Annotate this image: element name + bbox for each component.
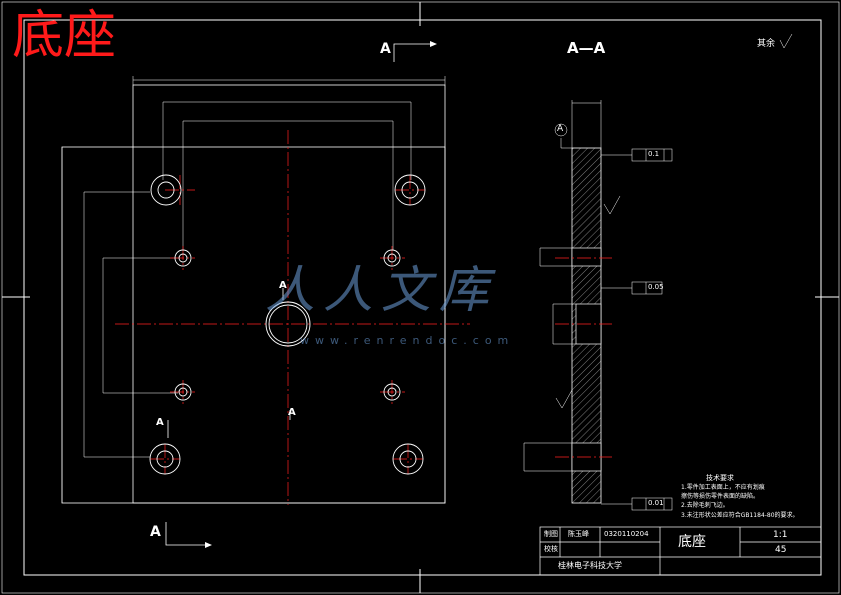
checked-by-label: 校核 — [544, 545, 558, 553]
tech-requirements-heading: 技术要求 — [706, 474, 734, 482]
tech-requirement-4: 3.未注形状公差应符合GB1184-80的要求。 — [681, 512, 799, 519]
drawing-title: 底座 — [12, 6, 117, 66]
drawn-by-label: 制图 — [544, 530, 558, 538]
section-mark-left: A — [156, 417, 164, 428]
watermark-text: 人人文库 — [265, 261, 497, 319]
section-mark-center-bottom: A — [288, 407, 296, 418]
title-block-frame — [539, 526, 822, 576]
parallel-value: 0.01 — [648, 499, 664, 507]
tech-requirement-1: 1.零件加工表面上，不应有划痕 — [681, 484, 765, 491]
tech-requirement-2: 擦伤等损伤零件表面的缺陷。 — [681, 493, 760, 500]
university-name: 桂林电子科技大学 — [558, 561, 622, 570]
flatness-value: 0.1 — [648, 150, 660, 158]
scale-value: 1:1 — [773, 530, 788, 540]
base-plate-outer — [61, 146, 446, 504]
plan-view — [61, 41, 470, 548]
section-mark-bottom: A — [150, 524, 161, 540]
watermark-url: www.renrendoc.com — [300, 334, 515, 347]
roughness-note: 其余 — [757, 39, 776, 49]
student-id: 0320110204 — [604, 530, 649, 538]
section-mark-top: A — [380, 41, 391, 57]
section-mark-center-top: A — [279, 280, 287, 291]
tech-requirement-3: 2.去除毛刺飞边。 — [681, 502, 729, 509]
material-value: 45 — [775, 545, 787, 555]
section-view — [523, 33, 793, 511]
part-name: 底座 — [678, 534, 706, 550]
section-view-label: A—A — [567, 39, 606, 57]
perpendicular-value: 0.05 — [648, 283, 664, 291]
designer-name: 陈玉峰 — [568, 530, 589, 538]
datum-a-label: A — [557, 124, 564, 134]
